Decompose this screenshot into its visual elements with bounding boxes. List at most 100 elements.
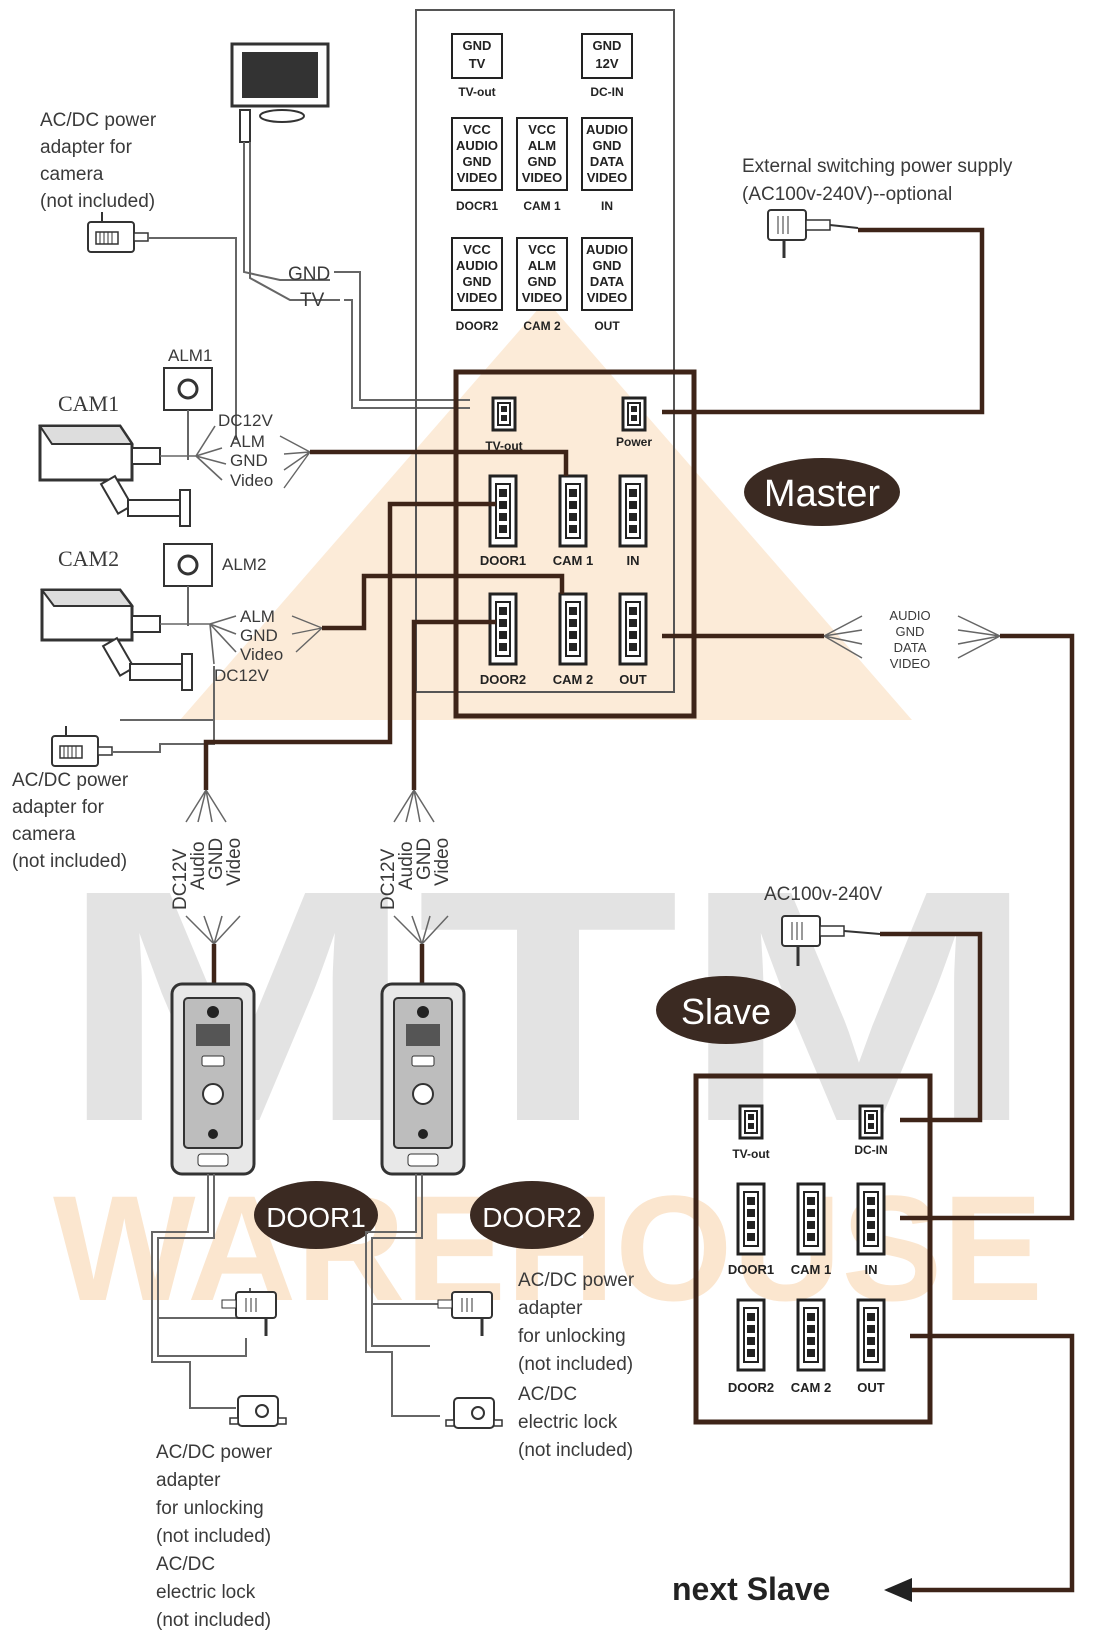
svg-text:(not included): (not included) (156, 1526, 271, 1547)
master-badge (744, 458, 900, 526)
svg-text:VCC: VCC (528, 122, 556, 137)
door2-notes: AC/DC power adapter for unlocking (not i… (518, 1270, 635, 1461)
svg-text:VIDEO: VIDEO (587, 290, 627, 305)
master-power-connector (621, 396, 647, 432)
master-port-panel (453, 369, 697, 719)
cam1-wire-alm: ALM (230, 432, 265, 451)
external-power-adapter-icon (767, 209, 859, 258)
svg-text:GND: GND (528, 154, 557, 169)
camera-adapter-icon-1 (87, 211, 149, 253)
external-power-note: External switching power supply (AC100v-… (742, 156, 1013, 205)
svg-text:(not included): (not included) (518, 1354, 633, 1375)
svg-text:electric lock: electric lock (156, 1582, 256, 1603)
svg-text:External switching power suppl: External switching power supply (742, 156, 1013, 177)
master-in-label: IN (627, 553, 640, 568)
svg-text:AC/DC: AC/DC (156, 1554, 215, 1575)
alm1-label: ALM1 (168, 346, 212, 365)
svg-text:GND: GND (463, 274, 492, 289)
svg-text:ALM: ALM (528, 138, 556, 153)
svg-text:VCC: VCC (463, 242, 491, 257)
master-cam2-label: CAM 2 (553, 672, 593, 687)
slave-tvout-connector (738, 1104, 764, 1140)
svg-text:VIDEO: VIDEO (522, 170, 562, 185)
alm1-sensor-icon (163, 367, 213, 411)
svg-text:AUDIO: AUDIO (889, 608, 930, 623)
master-tvout-connector (491, 396, 517, 432)
door1-unlock-adapter-icon (221, 1291, 277, 1336)
svg-text:(not included): (not included) (518, 1440, 633, 1461)
cam2-wire-video: Video (240, 645, 283, 664)
svg-text:DATA: DATA (590, 274, 625, 289)
svg-text:AC/DC power: AC/DC power (12, 770, 129, 791)
slave-badge (656, 976, 796, 1044)
svg-text:ALM: ALM (528, 258, 556, 273)
svg-text:GND: GND (463, 38, 492, 53)
door2-unlock-adapter-icon (437, 1291, 493, 1336)
svg-text:(not included): (not included) (12, 851, 127, 872)
svg-text:adapter: adapter (156, 1470, 221, 1491)
door2-lock-icon (445, 1397, 503, 1429)
svg-text:AC/DC power: AC/DC power (518, 1270, 635, 1291)
alm2-label: ALM2 (222, 555, 266, 574)
door1-station-icon (170, 982, 256, 1176)
slave-power-adapter-icon (781, 915, 881, 966)
slave-dcin-connector (858, 1104, 884, 1140)
svg-text:electric lock: electric lock (518, 1412, 618, 1433)
svg-text:GND: GND (206, 838, 227, 880)
svg-text:TV: TV (469, 56, 486, 71)
svg-text:(not included): (not included) (40, 191, 155, 212)
svg-text:GND: GND (528, 274, 557, 289)
master-badge-label: Master (764, 473, 880, 515)
svg-text:DATA: DATA (894, 640, 927, 655)
svg-text:GND: GND (593, 258, 622, 273)
svg-text:Video: Video (432, 838, 453, 886)
cam2-wire-gnd: GND (240, 626, 278, 645)
next-slave-label: next Slave (672, 1571, 830, 1607)
svg-text:GND: GND (414, 838, 435, 880)
svg-text:camera: camera (40, 164, 104, 185)
slave-door1-connector (736, 1182, 766, 1256)
slave-door2-connector (736, 1298, 766, 1372)
master-tvout-label: TV-out (485, 439, 522, 453)
svg-text:VIDEO: VIDEO (457, 290, 497, 305)
svg-text:AC/DC power: AC/DC power (40, 110, 157, 131)
cam2-wire-alm: ALM (240, 607, 275, 626)
svg-text:Video: Video (224, 838, 245, 886)
door1-lock-icon (229, 1395, 287, 1427)
door2-station-icon (380, 982, 466, 1176)
svg-text:adapter for: adapter for (12, 797, 105, 818)
master-door2-connector (488, 592, 518, 666)
svg-text:for unlocking: for unlocking (518, 1326, 626, 1347)
master-cam2-connector (558, 592, 588, 666)
cam1-label: CAM1 (58, 391, 119, 416)
svg-text:IN: IN (601, 199, 613, 213)
svg-text:adapter: adapter (518, 1298, 583, 1319)
svg-text:DC-IN: DC-IN (590, 85, 623, 99)
slave-door1-label: DOOR1 (728, 1262, 774, 1277)
slave-in-connector (856, 1182, 886, 1256)
master-cam1-connector (558, 474, 588, 548)
master-unit-outline (415, 9, 675, 693)
svg-text:AC/DC power: AC/DC power (156, 1442, 273, 1463)
master-door1-label: DOOR1 (480, 553, 526, 568)
cam1-wire-gnd: GND (230, 451, 268, 470)
svg-text:for unlocking: for unlocking (156, 1498, 264, 1519)
svg-text:VIDEO: VIDEO (890, 656, 930, 671)
monitor-tv-label: TV (300, 290, 325, 311)
slave-dcin-label: DC-IN (854, 1143, 887, 1157)
cam2-label: CAM2 (58, 546, 119, 571)
slave-badge-label: Slave (681, 991, 771, 1032)
monitor-gnd-label: GND (288, 264, 330, 285)
cam1-camera-icon (38, 424, 191, 527)
slave-port-panel (693, 1073, 933, 1425)
svg-text:GND: GND (593, 38, 622, 53)
svg-text:TV-out: TV-out (458, 85, 495, 99)
next-slave-arrow-icon (884, 1578, 912, 1602)
svg-text:GND: GND (593, 138, 622, 153)
svg-text:GND: GND (896, 624, 925, 639)
cam1-wire-dc12v: DC12V (218, 411, 273, 430)
svg-text:Audio: Audio (188, 841, 209, 890)
door2-badge-label: DOOR2 (482, 1202, 582, 1233)
svg-text:DOCR1: DOCR1 (456, 199, 498, 213)
